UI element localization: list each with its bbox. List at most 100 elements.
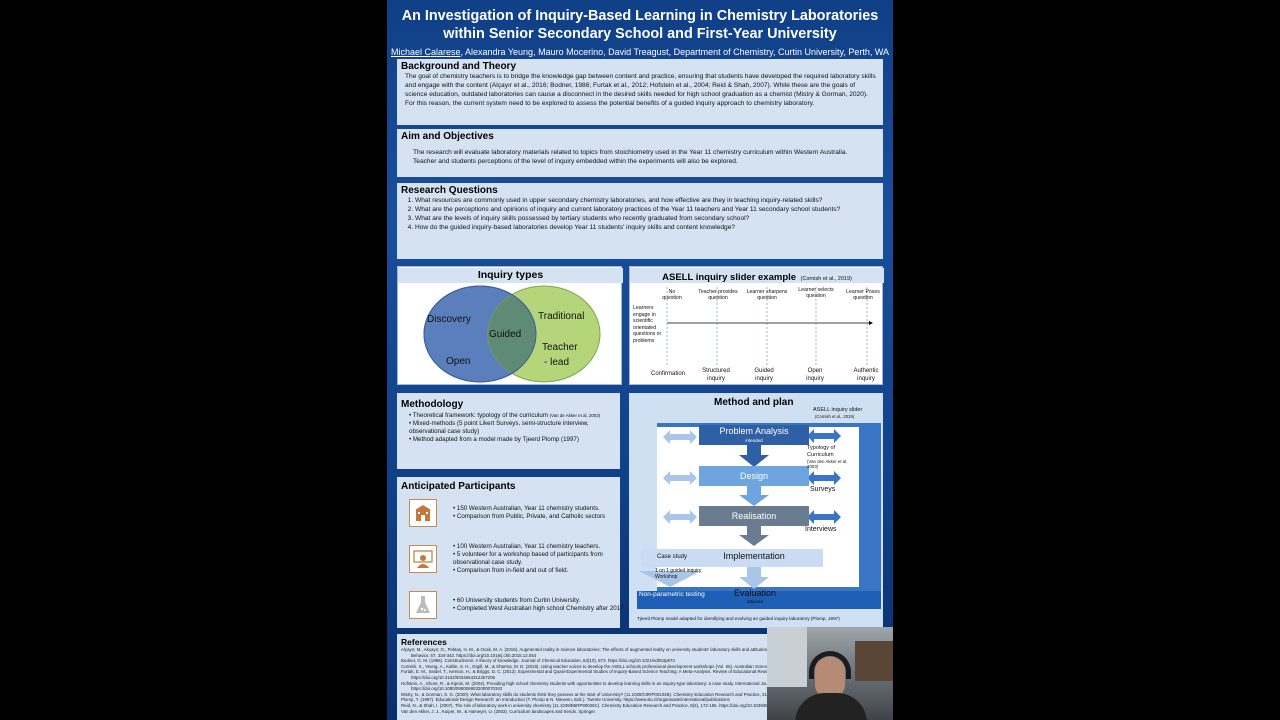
reference-item: Furtak, E. M., Seidel, T., Iverson, H., … [401, 669, 778, 675]
reference-item: Van den Akker, J. J., Kuiper, W., & Hame… [401, 708, 596, 714]
asell-top-label: No question [662, 289, 682, 301]
method-plan-panel: Method and plan ASELL inquiry slider (Co… [629, 393, 883, 628]
poster: An Investigation of Inquiry-Based Learni… [387, 0, 893, 720]
right-arrow-icon [807, 471, 841, 485]
asell-top-label: Teacher provides question [698, 289, 738, 301]
down-arrow-icon [739, 567, 769, 589]
webcam-video [767, 627, 893, 720]
nonparam-label: Non-parametric testing [639, 591, 705, 598]
method-plan-asell-label: ASELL inquiry slider [813, 407, 863, 413]
down-arrow-icon [739, 445, 769, 467]
method-plan-heading: Method and plan [714, 397, 794, 408]
surveys-label: Surveys [810, 486, 836, 493]
asell-bottom-label: Confirmation [650, 371, 685, 377]
plomp-case-box [641, 549, 823, 567]
question-item: How do the guided inquiry-based laborato… [415, 223, 879, 232]
stage-implementation: Implementation [723, 551, 785, 561]
asell-bottom-label: Authentic inquiry [853, 368, 879, 382]
aim-heading: Aim and Objectives [401, 131, 494, 142]
venn-guided: Guided [489, 329, 521, 340]
reference-item: Reid, N., & Shah, I. (2007). The role of… [401, 702, 791, 708]
inquiry-types-heading: Inquiry types [398, 268, 623, 283]
venn-discovery: Discovery [427, 314, 471, 325]
down-arrow-icon [739, 486, 769, 506]
webcam-shelf [855, 641, 893, 681]
school-icon [409, 499, 437, 527]
webcam-person-body [795, 693, 867, 720]
reference-item: Bodner, G. M. (1986). Constructivism: A … [401, 658, 675, 664]
asell-heading-bar: ASELL inquiry slider example (Cornish et… [630, 268, 884, 283]
participant-group-teachers: 100 Western Australian, Year 11 chemistr… [445, 543, 625, 575]
reference-item: https://doi.org/10.1080/0950069032000070… [411, 686, 503, 692]
asell-top-label: Learner sharpens question [746, 289, 788, 301]
reference-item: Cornish, S., Yeung, A., Kable, S. H., Or… [401, 663, 815, 669]
methodology-list: Theoretical framework: typology of the c… [401, 412, 616, 444]
asell-panel: ASELL inquiry slider example (Cornish et… [629, 266, 884, 385]
asell-bottom-label: Open inquiry [806, 368, 824, 382]
participants-heading: Anticipated Participants [401, 481, 516, 492]
venn-teacher: Teacher [542, 342, 578, 353]
venn-traditional: Traditional [538, 311, 584, 322]
asell-heading: ASELL inquiry slider example [662, 272, 797, 283]
flask-icon [409, 591, 437, 619]
asell-bottom-label: Structured inquiry [702, 368, 730, 382]
methodology-panel: Methodology Theoretical framework: typol… [397, 393, 620, 469]
typology-label: Typology of Curriculum [807, 445, 836, 458]
references-list: Alçayır, M., Akçayır, G., Pektaş, H. M.,… [401, 647, 879, 714]
down-arrow-icon [739, 526, 769, 546]
asell-bottom-label: Guided inquiry [754, 368, 774, 382]
asell-citation: (Cornish et al., 2019) [800, 276, 852, 282]
stage-design: Design [699, 466, 809, 486]
background-body: The goal of chemistry teachers is to bri… [405, 73, 876, 107]
participant-group-students: 150 Western Australian, Year 11 chemistr… [445, 505, 625, 521]
asell-left-label: Learners engage in scientific orientated… [633, 305, 662, 344]
webcam-window [767, 627, 807, 687]
questions-panel: Research Questions What resources are co… [397, 183, 883, 259]
typology-cite: (Van den Akker et al, 2003) [807, 459, 848, 470]
right-arrow-icon [807, 429, 841, 443]
inquiry-types-panel: Inquiry types Discovery Traditional Guid… [397, 266, 623, 385]
reference-item: Hofstein, A., Shore, R., & Kipnis, M. (2… [401, 680, 819, 686]
background-panel: Background and Theory The goal of chemis… [397, 59, 883, 125]
stage-realisation: Realisation [699, 506, 809, 526]
webcam-headphones [809, 651, 851, 679]
asell-slider [666, 287, 873, 365]
questions-list: What resources are commonly used in uppe… [401, 196, 879, 232]
left-arrow-icon [663, 430, 697, 444]
venn-diagram: Discovery Traditional Guided Open Teache… [423, 285, 601, 383]
background-heading: Background and Theory [401, 61, 517, 72]
reference-item: Mistry, N., & Gorman, S. G. (2020). What… [401, 691, 774, 697]
aim-panel: Aim and Objectives The research will eva… [397, 129, 883, 177]
interviews-label: Interviews [805, 526, 837, 533]
left-arrow-icon [663, 510, 697, 524]
question-item: What resources are commonly used in uppe… [415, 196, 879, 205]
poster-authors: Michael Calarese, Alexandra Yeung, Mauro… [390, 47, 890, 57]
method-plan-asell-cite: (Cornish et al., 2019) [815, 414, 855, 419]
references-heading: References [401, 637, 447, 647]
question-item: What are the levels of inquiry skills po… [415, 214, 879, 223]
reference-item: Plomp, T. (1997). Educational Design Res… [401, 697, 730, 703]
methodology-heading: Methodology [401, 399, 464, 410]
method-plan-caption: Tjeerd Plomp model adapted for identifyi… [637, 616, 840, 621]
venn-lead: - lead [544, 357, 569, 368]
asell-top-label: Learner selects question [798, 287, 834, 299]
questions-heading: Research Questions [401, 185, 498, 196]
teacher-icon [409, 545, 437, 573]
stage-evaluation: Evaluation attained [733, 588, 777, 604]
methodology-item: Theoretical framework: typology of the c… [409, 412, 616, 420]
plomp-band [637, 591, 881, 609]
reference-item: https://doi.org/10.3102/0034654312457206 [411, 674, 495, 680]
left-arrow-icon [663, 471, 697, 485]
aim-body: The research will evaluate laboratory ma… [413, 149, 848, 165]
poster-title: An Investigation of Inquiry-Based Learni… [401, 8, 879, 42]
methodology-item: Mixed-methods (5 point Likert Surveys, s… [409, 420, 616, 436]
right-arrow-icon [807, 510, 841, 524]
venn-open: Open [446, 356, 470, 367]
reference-item: Alçayır, M., Akçayır, G., Pektaş, H. M.,… [401, 647, 823, 652]
participant-group-university: 60 University students from Curtin Unive… [445, 597, 625, 613]
stage-problem-analysis: Problem Analysis intended [699, 425, 809, 445]
asell-top-label: Learner Poses question [846, 289, 880, 301]
case-study-label: Case study [657, 554, 688, 560]
reference-item: Behavior, 57, 334-342. https://doi.org/1… [411, 652, 537, 658]
methodology-item: Method adapted from a model made by Tjee… [409, 436, 616, 444]
